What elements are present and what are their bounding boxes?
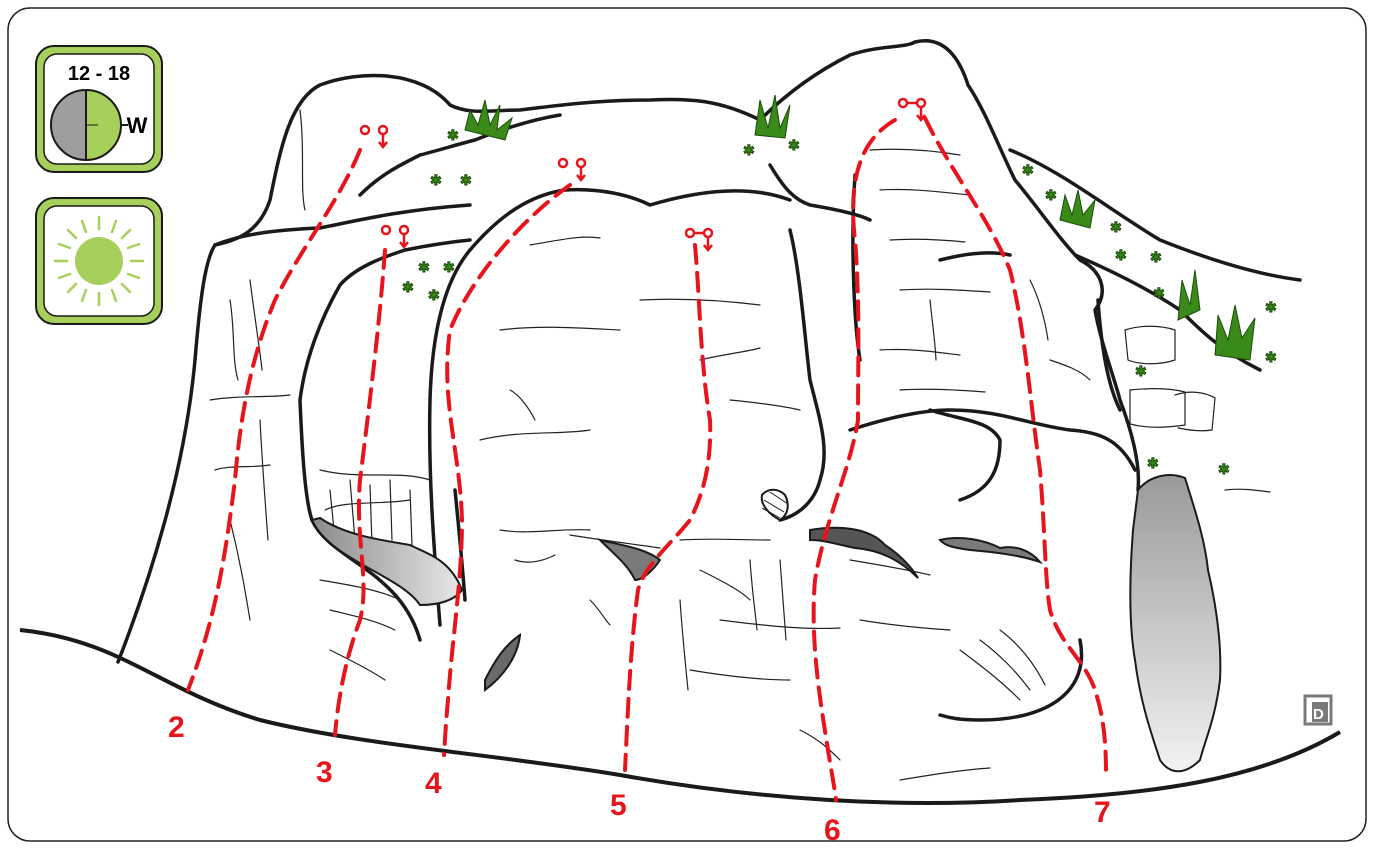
svg-text:✱: ✱ — [788, 138, 800, 154]
svg-text:✱: ✱ — [1147, 456, 1159, 472]
svg-text:✱: ✱ — [430, 173, 442, 189]
route-number-2: 2 — [168, 711, 185, 744]
svg-text:✱: ✱ — [743, 143, 755, 159]
route-number-7: 7 — [1094, 796, 1111, 829]
svg-text:✱: ✱ — [443, 260, 455, 276]
svg-text:✱: ✱ — [1115, 248, 1127, 264]
sun-icon — [55, 217, 143, 305]
svg-text:✱: ✱ — [418, 260, 430, 276]
svg-text:✱: ✱ — [428, 288, 440, 304]
route-number-5: 5 — [610, 789, 627, 822]
svg-text:✱: ✱ — [1153, 286, 1165, 302]
svg-text:✱: ✱ — [1022, 163, 1034, 179]
svg-text:✱: ✱ — [1218, 462, 1230, 478]
route-number-3: 3 — [316, 756, 333, 789]
aspect-direction: W — [127, 113, 148, 138]
sun-badge — [36, 198, 162, 324]
time-aspect-badge: 12 - 18 W — [36, 46, 162, 172]
publisher-logo: D — [1305, 696, 1331, 724]
svg-text:✱: ✱ — [460, 173, 472, 189]
svg-text:✱: ✱ — [1265, 350, 1277, 366]
svg-text:✱: ✱ — [402, 280, 414, 296]
svg-text:✱: ✱ — [1265, 300, 1277, 316]
logo-letter: D — [1313, 706, 1324, 723]
svg-text:✱: ✱ — [1045, 188, 1057, 204]
svg-text:✱: ✱ — [1135, 364, 1147, 380]
svg-text:✱: ✱ — [447, 128, 459, 144]
time-range: 12 - 18 — [68, 63, 130, 85]
svg-text:✱: ✱ — [1150, 250, 1162, 266]
route-number-6: 6 — [824, 814, 841, 847]
svg-text:✱: ✱ — [1110, 220, 1122, 236]
route-number-4: 4 — [425, 767, 442, 800]
